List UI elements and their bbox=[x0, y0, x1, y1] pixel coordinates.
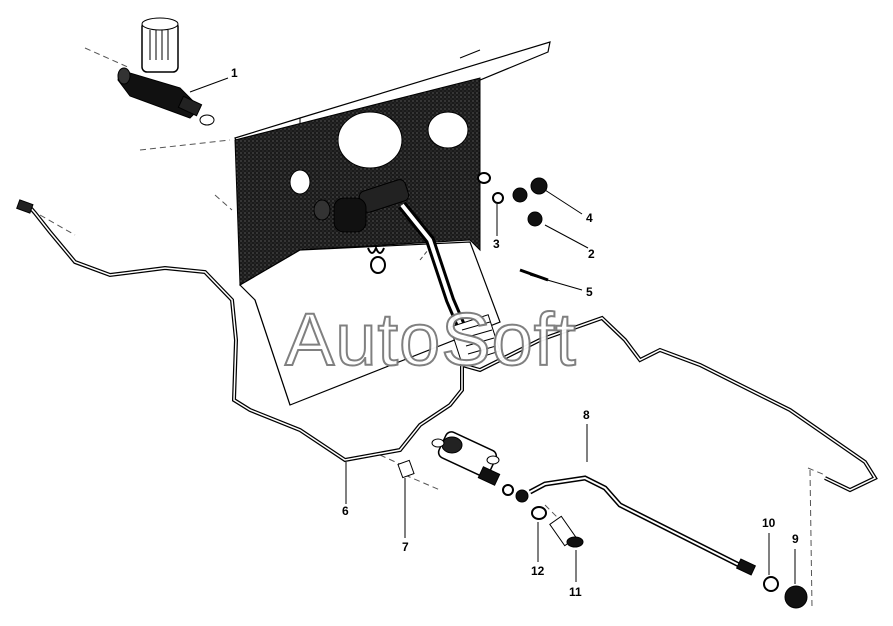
callout-11: 11 bbox=[569, 585, 582, 599]
alignment-lines bbox=[39, 47, 826, 609]
callout-8: 8 bbox=[583, 408, 590, 422]
fastener-group bbox=[477, 172, 549, 282]
callout-4: 4 bbox=[586, 211, 593, 225]
clutch-pedal bbox=[313, 179, 501, 364]
callout-12: 12 bbox=[531, 564, 545, 578]
watermark-text: AutoSoft bbox=[285, 298, 577, 381]
flexible-hose-8 bbox=[528, 475, 757, 576]
callout-2: 2 bbox=[588, 247, 595, 261]
callout-9: 9 bbox=[792, 532, 799, 546]
callout-5: 5 bbox=[586, 285, 593, 299]
hydraulic-pipe-6 bbox=[16, 199, 878, 493]
callout-7: 7 bbox=[402, 540, 409, 554]
callout-6: 6 bbox=[342, 504, 349, 518]
callout-10: 10 bbox=[762, 516, 776, 530]
slave-cylinder bbox=[397, 431, 529, 503]
leader-lines bbox=[189, 77, 796, 584]
callout-labels: 1 2 3 4 5 6 7 8 9 10 11 12 bbox=[231, 66, 799, 599]
callout-3: 3 bbox=[493, 237, 500, 251]
bleed-screw-and-washers bbox=[531, 506, 808, 609]
callout-1: 1 bbox=[231, 66, 238, 80]
clutch-master-cylinder bbox=[117, 17, 215, 126]
